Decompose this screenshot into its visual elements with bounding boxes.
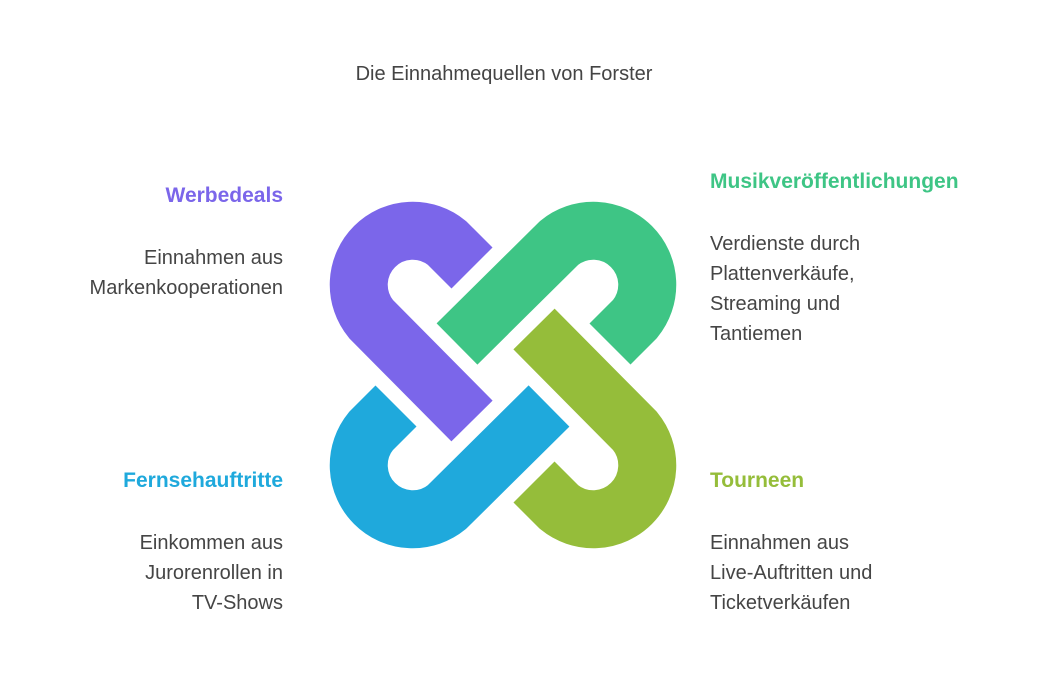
- item-werbedeals: Werbedeals Einnahmen aus Markenkooperati…: [0, 181, 283, 303]
- item-musik: Musikveröffentlichungen Verdienste durch…: [710, 167, 1030, 349]
- item-fernsehen: Fernsehauftritte Einkommen aus Jurorenro…: [0, 466, 283, 618]
- item-heading: Fernsehauftritte: [123, 469, 283, 492]
- item-description: Einnahmen aus Live-Auftritten und Ticket…: [710, 532, 873, 614]
- diagram-title: Die Einnahmequellen von Forster: [355, 63, 653, 85]
- item-description: Verdienste durch Plattenverkäufe, Stream…: [710, 233, 861, 345]
- link-fernsehen: [329, 385, 570, 549]
- item-heading: Tourneen: [710, 469, 805, 492]
- link-musik: [436, 201, 677, 365]
- item-heading: Musikveröffentlichungen: [710, 170, 959, 193]
- link-tourneen: [513, 308, 677, 549]
- item-heading: Werbedeals: [165, 184, 284, 207]
- item-description: Einnahmen aus Markenkooperationen: [89, 247, 283, 299]
- item-tourneen: Tourneen Einnahmen aus Live-Auftritten u…: [710, 466, 1030, 618]
- link-werbedeals: [329, 201, 493, 442]
- item-description: Einkommen aus Jurorenrollen in TV-Shows: [139, 532, 283, 614]
